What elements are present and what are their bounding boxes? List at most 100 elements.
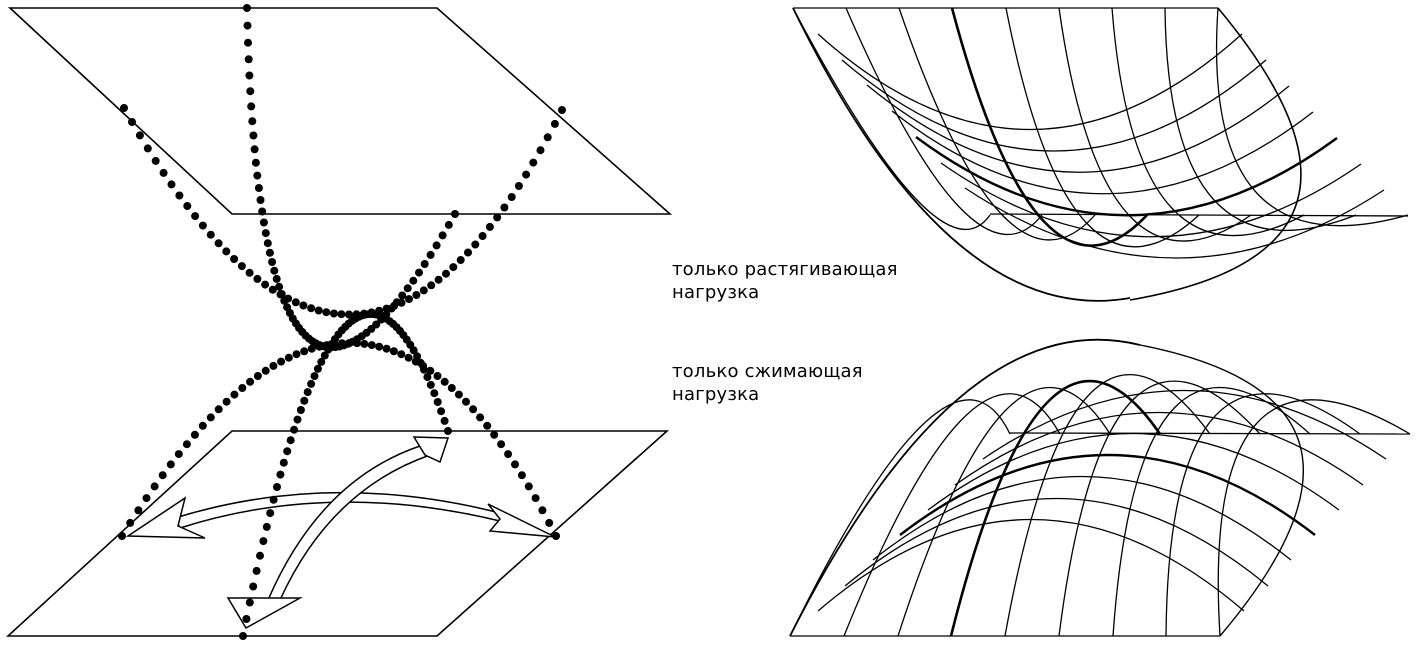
tension-chain-diagonal-a-bead bbox=[151, 156, 160, 165]
compression-arch-b-bead bbox=[307, 379, 316, 388]
load-arrows bbox=[125, 436, 556, 630]
tension-net-longitudinal-line bbox=[1164, 7, 1357, 231]
compression-arch-a-bead bbox=[367, 341, 376, 350]
tension-chain-diagonal-b-bead bbox=[256, 196, 265, 204]
compression-arch-a-bead bbox=[375, 342, 384, 351]
tension-chain-diagonal-a-bead bbox=[261, 280, 270, 289]
tension-chain-diagonal-a-bead bbox=[291, 298, 300, 307]
compression-arch-b-bead bbox=[276, 470, 285, 479]
compression-load-label: только сжимающая нагрузка bbox=[672, 360, 863, 406]
compression-arch-a-bead bbox=[166, 460, 175, 469]
tension-chain-diagonal-b-bead bbox=[275, 282, 284, 291]
tension-chain-diagonal-a-bead bbox=[268, 285, 277, 294]
tension-net-longitudinal-line bbox=[1215, 7, 1409, 227]
tension-net-grid bbox=[792, 7, 1409, 302]
compression-arch-b-bead bbox=[245, 598, 254, 607]
tension-net-surface bbox=[792, 7, 1409, 302]
tension-chain-diagonal-b-bead bbox=[403, 284, 412, 293]
tension-net-transverse-line bbox=[964, 187, 1385, 259]
compression-arch-a-bead bbox=[142, 494, 151, 503]
compression-arch-a-bead bbox=[360, 339, 369, 348]
compression-label-line-2: нагрузка bbox=[672, 384, 760, 405]
tension-chain-diagonal-a-bead bbox=[522, 170, 531, 179]
tension-chain-diagonal-b-bead bbox=[248, 117, 257, 126]
tension-net-transverse-line bbox=[891, 110, 1314, 195]
compression-net-longitudinal-line bbox=[789, 399, 1011, 637]
compression-arch-a-bead bbox=[230, 390, 239, 399]
tension-chain-diagonal-a-bead bbox=[214, 239, 223, 248]
compression-arch-a-bead bbox=[433, 372, 442, 380]
compression-arch-b-bead bbox=[423, 373, 432, 382]
tension-load-label: только растягивающая нагрузка bbox=[672, 258, 898, 304]
compression-arch-a-bead bbox=[222, 397, 231, 406]
arrow-head-down bbox=[226, 597, 303, 630]
tension-chain-diagonal-b-bead bbox=[270, 266, 279, 275]
tension-chain-diagonal-a-bead bbox=[558, 106, 566, 114]
tension-net-left-bowl bbox=[792, 7, 1131, 302]
tension-label-line-1: только растягивающая bbox=[672, 259, 898, 280]
tension-chain-diagonal-a-bead bbox=[198, 221, 207, 230]
compression-arch-b-bead bbox=[303, 388, 312, 397]
tension-chain-diagonal-b-bead bbox=[444, 220, 453, 229]
tension-chain-diagonal-b-bead bbox=[249, 131, 258, 140]
compression-arch-a-bead bbox=[345, 339, 354, 347]
tension-chain-diagonal-a-bead bbox=[514, 182, 523, 190]
tension-base-plane bbox=[7, 7, 673, 215]
compression-arch-b-bead bbox=[290, 425, 299, 434]
compression-arch-a-bead bbox=[454, 390, 463, 399]
tension-chain-diagonal-a-bead bbox=[307, 304, 316, 313]
compression-arch-a-bead bbox=[545, 518, 554, 527]
tension-chain-diagonal-b-bead bbox=[268, 258, 277, 266]
arrow-vertical-shaft bbox=[266, 445, 432, 601]
compression-arch-a-bead bbox=[353, 339, 361, 348]
tension-chain-diagonal-b-bead bbox=[277, 290, 286, 298]
compression-arch-a-bead bbox=[504, 450, 513, 459]
compression-arch-b-bead bbox=[413, 352, 422, 361]
tension-chain-diagonal-b-bead bbox=[409, 276, 418, 285]
compression-arch-b-bead bbox=[416, 358, 425, 367]
tension-chain-diagonal-a-bead bbox=[245, 268, 254, 277]
compression-net-right-arch bbox=[1139, 344, 1304, 637]
compression-arch-b-bead bbox=[300, 396, 309, 405]
compression-arch-a-bead bbox=[397, 350, 406, 359]
compression-arch-a-bead bbox=[253, 372, 262, 380]
tension-chain-diagonal-a-bead bbox=[529, 158, 538, 167]
tension-net-longitudinal-line bbox=[1111, 7, 1305, 237]
compression-net-left-arch bbox=[789, 338, 1141, 637]
compression-arch-b-bead bbox=[444, 427, 452, 435]
compression-net-transverse-line bbox=[817, 519, 1245, 612]
compression-arch-a-bead bbox=[190, 430, 199, 439]
tension-chain-diagonal-b-bead bbox=[265, 248, 274, 257]
compression-arch-a-bead bbox=[440, 377, 449, 386]
tension-chain-diagonal-b-bead bbox=[420, 260, 429, 268]
compression-arch-a-bead bbox=[134, 506, 143, 515]
tension-label-line-2: нагрузка bbox=[672, 282, 760, 303]
tension-chain-diagonal-a-bead bbox=[405, 295, 413, 304]
compression-arch-a-bead bbox=[490, 430, 499, 439]
tension-chain-diagonal-a-bead bbox=[412, 291, 421, 299]
compression-arch-b-bead bbox=[269, 495, 278, 504]
compression-arch-a-bead bbox=[404, 353, 413, 362]
tension-chain-diagonal-a-bead bbox=[550, 119, 559, 128]
compression-arch-b-bead bbox=[409, 346, 418, 355]
tension-chain-diagonal-a-bead bbox=[345, 310, 353, 319]
tension-arches-panel bbox=[7, 4, 673, 352]
compression-arch-a-bead bbox=[497, 440, 506, 449]
compression-arch-a-bead bbox=[524, 482, 533, 491]
tension-chain-diagonal-b-bead bbox=[426, 250, 435, 259]
tension-chain-diagonal-a-bead bbox=[427, 281, 436, 290]
compression-base-plane bbox=[5, 430, 670, 637]
tension-chain-diagonal-a-bead bbox=[536, 146, 545, 155]
tension-chain-diagonal-b-bead bbox=[372, 320, 381, 329]
compression-label-line-1: только сжимающая bbox=[672, 361, 863, 382]
tension-chain-diagonal-b-bead bbox=[261, 229, 270, 238]
tension-chain-diagonal-a-bead bbox=[337, 310, 346, 319]
compression-arch-b-bead bbox=[420, 365, 428, 374]
compression-arch-a-bead bbox=[246, 377, 255, 386]
compression-arch-a-bead bbox=[261, 366, 270, 375]
tension-chain-diagonal-a-bead bbox=[456, 256, 465, 264]
tension-net-transverse-line bbox=[817, 33, 1243, 130]
compression-net-transverse-line bbox=[899, 453, 1316, 536]
compression-arch-b-bead bbox=[313, 364, 322, 373]
compression-arch-b-bead bbox=[249, 582, 258, 591]
